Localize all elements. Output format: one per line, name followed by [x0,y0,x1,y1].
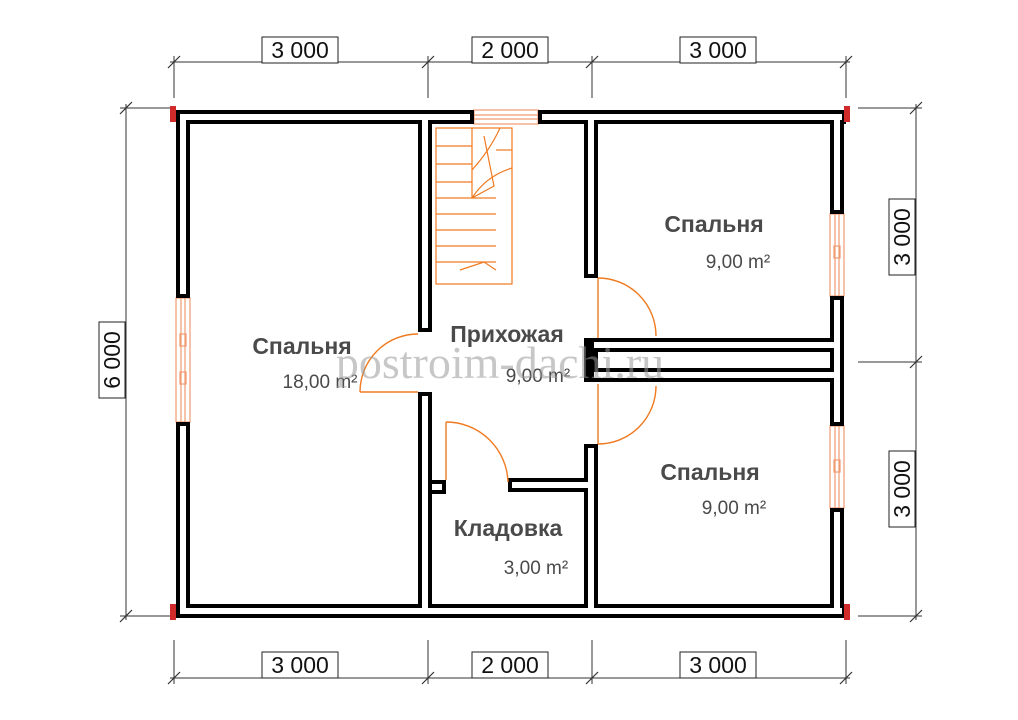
watermark: postroim-dachi.ru [336,337,664,388]
dim-right-1: 3 000 [888,198,916,276]
svg-text:3 000: 3 000 [889,208,915,266]
svg-text:6 000: 6 000 [99,331,125,389]
svg-text:3 000: 3 000 [689,652,747,678]
dim-left: 6 000 [98,321,126,399]
dimension-labels: 3 000 2 000 3 000 3 000 2 000 3 000 6 00… [98,36,916,679]
dim-top-2: 2 000 [471,36,549,64]
room-name-bedroom-bottom-right: Спальня [660,459,759,485]
staircase [435,127,513,285]
svg-text:3 000: 3 000 [889,460,915,518]
dim-right-2: 3 000 [888,450,916,528]
door-bottom-right-bedroom [597,384,657,445]
dim-bottom-2: 2 000 [471,651,549,679]
door-storage [445,421,509,483]
window-left [175,297,191,423]
dimension-ticks [119,55,923,685]
window-right-top [829,213,845,297]
windows [175,109,845,509]
svg-text:3 000: 3 000 [271,652,329,678]
room-area-storage: 3,00 m² [504,558,568,579]
room-name-hallway: Прихожая [450,321,563,347]
door-left-bedroom [359,333,419,393]
room-labels: Спальня 18,00 m² Прихожая 9,00 m² Спальн… [252,211,770,579]
window-top [473,109,539,125]
room-name-bedroom-top-right: Спальня [664,211,763,237]
svg-text:2 000: 2 000 [481,37,539,63]
svg-text:3 000: 3 000 [271,37,329,63]
doors [359,277,657,483]
svg-text:3 000: 3 000 [689,37,747,63]
room-area-hallway: 9,00 m² [506,366,570,387]
dim-top-1: 3 000 [261,36,339,64]
corner-markers [170,106,850,620]
room-name-storage: Кладовка [454,515,563,541]
room-area-bedroom-bottom-right: 9,00 m² [702,498,766,519]
room-name-bedroom-large: Спальня [252,333,351,359]
svg-text:2 000: 2 000 [481,652,539,678]
wall-fills [180,114,842,614]
door-top-right-bedroom [597,277,657,338]
window-right-bottom [829,425,845,509]
room-area-bedroom-large: 18,00 m² [283,372,358,393]
dim-top-3: 3 000 [679,36,757,64]
room-area-bedroom-top-right: 9,00 m² [706,252,770,273]
dim-bottom-1: 3 000 [261,651,339,679]
dim-bottom-3: 3 000 [679,651,757,679]
